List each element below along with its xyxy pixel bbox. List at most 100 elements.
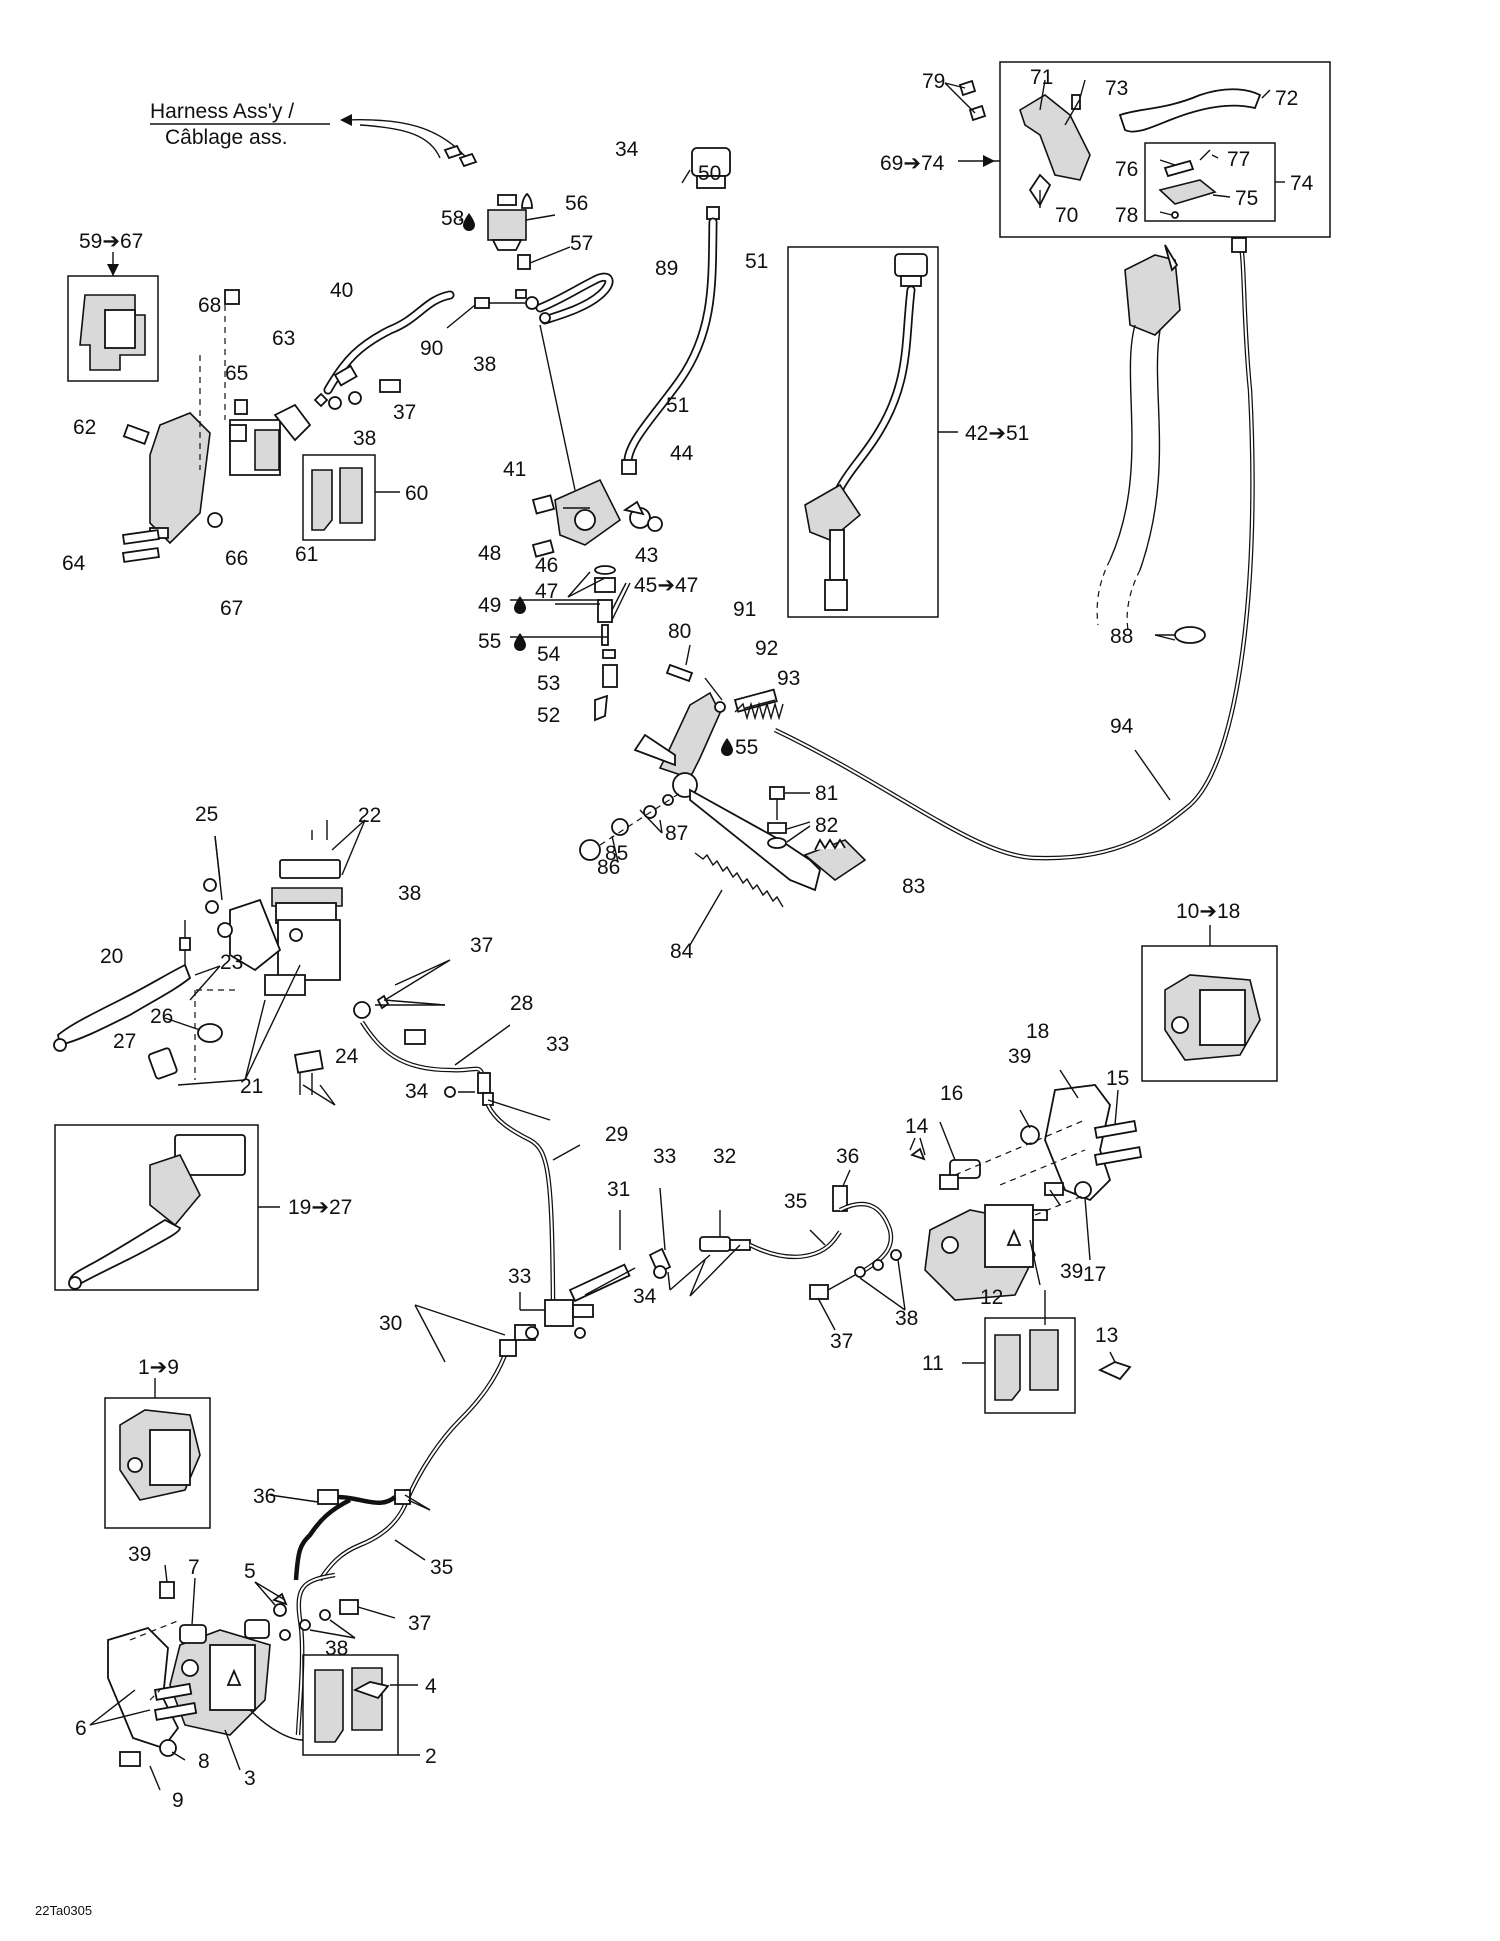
- label-8: 8: [198, 1750, 210, 1773]
- label-83: 83: [902, 875, 925, 898]
- label-91: 91: [733, 598, 756, 621]
- rear-caliper-inset-59-67: [67, 275, 159, 382]
- label-78: 78: [1115, 204, 1138, 227]
- label-21: 21: [240, 1075, 263, 1098]
- label-51-mid: 51: [666, 394, 689, 417]
- label-41: 41: [503, 458, 526, 481]
- label-74: 74: [1290, 172, 1314, 195]
- label-43: 43: [635, 544, 658, 567]
- label-37-low: 37: [408, 1612, 431, 1635]
- label-53: 53: [537, 672, 560, 695]
- label-7: 7: [188, 1556, 200, 1579]
- handlebar-grip-sketch: [1096, 244, 1181, 631]
- label-72: 72: [1275, 87, 1298, 110]
- label-12: 12: [980, 1286, 1003, 1309]
- label-25: 25: [195, 803, 218, 826]
- brake-light-switch: [487, 194, 531, 299]
- label-85: 85: [605, 842, 628, 865]
- label-65: 65: [225, 362, 248, 385]
- label-50: 50: [698, 162, 721, 185]
- brake-pedal-assembly: [633, 688, 867, 892]
- label-37-right: 37: [830, 1330, 853, 1353]
- callout-labels: 1➔9 2 3 4 5 6 7 8 9 10➔18 11 12 13 14 15…: [62, 66, 1314, 1812]
- label-33-lower: 33: [508, 1265, 531, 1288]
- label-17: 17: [1083, 1263, 1106, 1286]
- label-55-left: 55: [478, 630, 501, 653]
- rear-master-cylinder: [531, 478, 663, 558]
- label-88: 88: [1110, 625, 1133, 648]
- label-11: 11: [922, 1352, 944, 1375]
- label-20: 20: [100, 945, 123, 968]
- label-16: 16: [940, 1082, 963, 1105]
- front-master-cylinder-inset-19-27: [54, 1124, 259, 1291]
- label-23: 23: [220, 951, 243, 974]
- label-39-left: 39: [128, 1543, 151, 1566]
- rear-pads-box-60: [302, 454, 376, 541]
- label-66: 66: [225, 547, 248, 570]
- rear-caliper-assembly: [121, 289, 401, 563]
- label-75: 75: [1235, 187, 1258, 210]
- label-51-top: 51: [745, 250, 768, 273]
- label-84: 84: [670, 940, 694, 963]
- label-1-9: 1➔9: [138, 1356, 179, 1379]
- label-4: 4: [425, 1675, 437, 1698]
- oil-drop-icon: [514, 596, 526, 614]
- label-18: 18: [1026, 1020, 1049, 1043]
- label-63: 63: [272, 327, 295, 350]
- label-59-67: 59➔67: [79, 230, 143, 253]
- front-right-caliper-inset-10-18: [1141, 945, 1278, 1082]
- banjo-fitting-90: [474, 296, 551, 324]
- harness-callout: Harness Ass'y / Câblage ass.: [150, 100, 478, 168]
- label-73: 73: [1105, 77, 1128, 100]
- label-39-lower: 39: [1060, 1260, 1083, 1283]
- label-47: 47: [535, 580, 558, 603]
- label-56: 56: [565, 192, 588, 215]
- label-14: 14: [905, 1115, 929, 1138]
- label-80: 80: [668, 620, 691, 643]
- label-77: 77: [1227, 148, 1250, 171]
- label-9: 9: [172, 1789, 184, 1812]
- label-38-low: 38: [325, 1637, 348, 1660]
- label-2: 2: [425, 1745, 437, 1768]
- label-61: 61: [295, 543, 318, 566]
- label-86: 86: [597, 856, 620, 879]
- label-54: 54: [537, 643, 561, 666]
- label-37-top: 37: [393, 401, 416, 424]
- label-70: 70: [1055, 204, 1078, 227]
- label-38-mid: 38: [398, 882, 421, 905]
- label-52: 52: [537, 704, 560, 727]
- label-38-switch: 38: [473, 353, 496, 376]
- front-left-caliper: [107, 1581, 359, 1767]
- label-28: 28: [510, 992, 533, 1015]
- label-67: 67: [220, 597, 243, 620]
- front-junction-block: [544, 1185, 848, 1339]
- rear-master-pushrod: [594, 565, 618, 722]
- label-87: 87: [665, 822, 688, 845]
- front-right-pads-box-11: [984, 1317, 1076, 1414]
- label-5: 5: [244, 1560, 256, 1583]
- label-34-top: 34: [615, 138, 639, 161]
- label-44: 44: [670, 442, 694, 465]
- label-71: 71: [1030, 66, 1053, 89]
- label-10-18: 10➔18: [1176, 900, 1240, 923]
- label-64: 64: [62, 552, 86, 575]
- label-60: 60: [405, 482, 428, 505]
- label-89: 89: [655, 257, 678, 280]
- label-58: 58: [441, 207, 464, 230]
- label-34-low: 34: [633, 1285, 657, 1308]
- label-19-27: 19➔27: [288, 1196, 352, 1219]
- label-82: 82: [815, 814, 838, 837]
- harness-label-fr: Câblage ass.: [165, 126, 288, 149]
- front-left-caliper-inset-1-9: [104, 1397, 211, 1529]
- label-22: 22: [358, 804, 381, 827]
- label-34-mid: 34: [405, 1080, 429, 1103]
- label-3: 3: [244, 1767, 256, 1790]
- label-49: 49: [478, 594, 501, 617]
- label-48: 48: [478, 542, 501, 565]
- label-38-top: 38: [353, 427, 376, 450]
- label-29: 29: [605, 1123, 628, 1146]
- oil-drop-icon: [463, 213, 475, 231]
- label-46: 46: [535, 554, 558, 577]
- label-55-right: 55: [735, 736, 758, 759]
